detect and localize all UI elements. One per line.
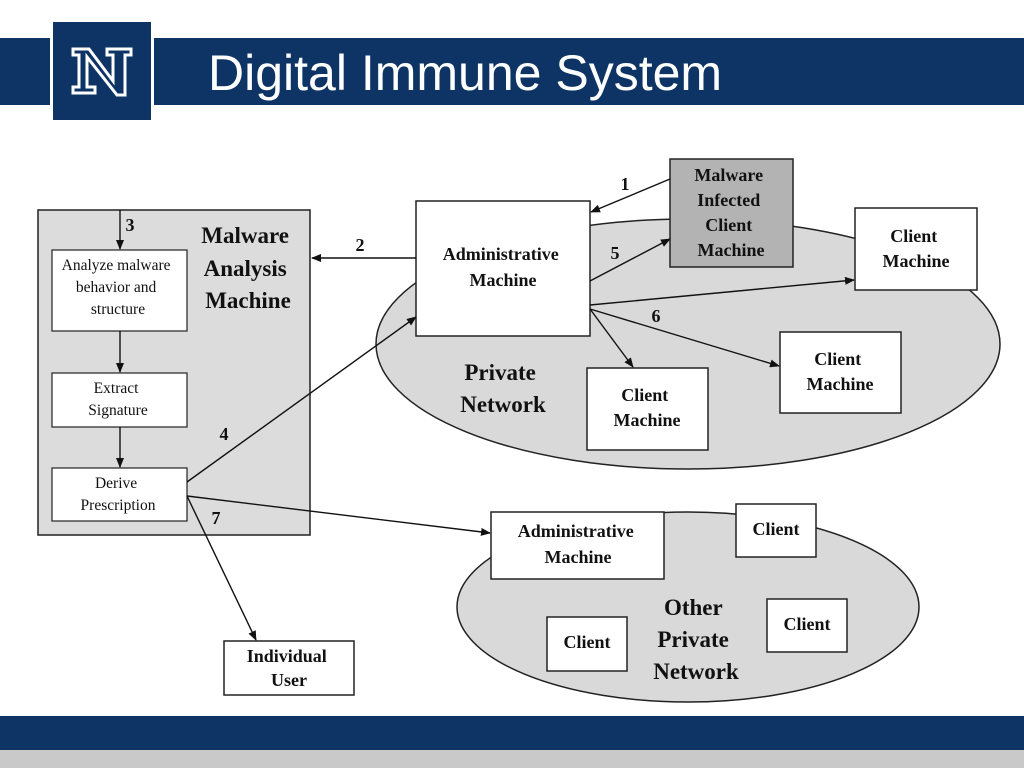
other-client-box-left xyxy=(546,616,628,672)
derive-prescription-label: Derive Prescription xyxy=(81,475,156,514)
arrow-1-infected-to-admin xyxy=(590,178,671,213)
other-client-label-top: Client xyxy=(753,519,800,539)
derive-prescription-box xyxy=(51,467,188,522)
arrow-label-3: 3 xyxy=(126,215,135,235)
private-network-label: Private Network xyxy=(460,360,546,417)
extract-signature-box xyxy=(51,372,188,428)
arrow-7-derive-to-individual-user xyxy=(186,495,257,641)
title-banner xyxy=(0,38,1024,105)
footer-bar xyxy=(0,716,1024,750)
arrow-5-admin-to-infected xyxy=(589,238,671,282)
other-private-network-label: Other Private Network xyxy=(653,595,739,684)
slide-title: Digital Immune System xyxy=(208,45,723,101)
client-machine-box-center xyxy=(586,367,709,451)
client-machine-label-right: Client Machine xyxy=(807,349,874,394)
malware-infected-client-box xyxy=(669,158,794,268)
arrow-label-2: 2 xyxy=(356,235,365,255)
arrow-6-admin-to-client-center xyxy=(589,308,634,368)
malware-analysis-title: Malware Analysis Machine xyxy=(201,223,294,313)
n-logo-icon xyxy=(71,47,133,97)
individual-user-box xyxy=(223,640,355,696)
client-machine-label-top-right: Client Machine xyxy=(883,226,950,271)
analyze-malware-box xyxy=(51,249,188,332)
other-client-box-top xyxy=(735,503,817,558)
client-machine-label-center: Client Machine xyxy=(614,385,681,430)
other-client-label-right: Client xyxy=(784,614,831,634)
university-logo xyxy=(50,19,154,123)
arrow-7-derive-to-other-admin xyxy=(186,495,491,536)
other-client-label-left: Client xyxy=(564,632,611,652)
arrow-label-5: 5 xyxy=(611,243,620,263)
extract-signature-label: Extract Signature xyxy=(88,380,148,419)
individual-user-label: Individual User xyxy=(247,646,332,690)
client-machine-box-top-right xyxy=(854,207,978,291)
analyze-malware-label: Analyze malware behavior and structure xyxy=(62,257,175,318)
other-administrative-machine-box xyxy=(490,511,665,580)
other-client-box-right xyxy=(766,598,848,653)
arrow-4-derive-to-admin xyxy=(186,316,417,483)
arrow-6-admin-to-client-right xyxy=(589,308,780,368)
malware-infected-client-label: Malware Infected Client Machine xyxy=(694,165,767,260)
footer-strip xyxy=(0,750,1024,768)
administrative-machine-label: Administrative Machine xyxy=(443,244,564,290)
arrow-label-4: 4 xyxy=(220,424,229,444)
arrow-6-admin-to-client-top-right xyxy=(589,276,855,306)
administrative-machine-box xyxy=(415,200,591,337)
client-machine-box-right xyxy=(779,331,902,414)
other-administrative-machine-label: Administrative Machine xyxy=(518,521,639,567)
arrow-label-7: 7 xyxy=(212,508,221,528)
arrow-label-1: 1 xyxy=(621,174,630,194)
arrow-label-6: 6 xyxy=(652,306,661,326)
